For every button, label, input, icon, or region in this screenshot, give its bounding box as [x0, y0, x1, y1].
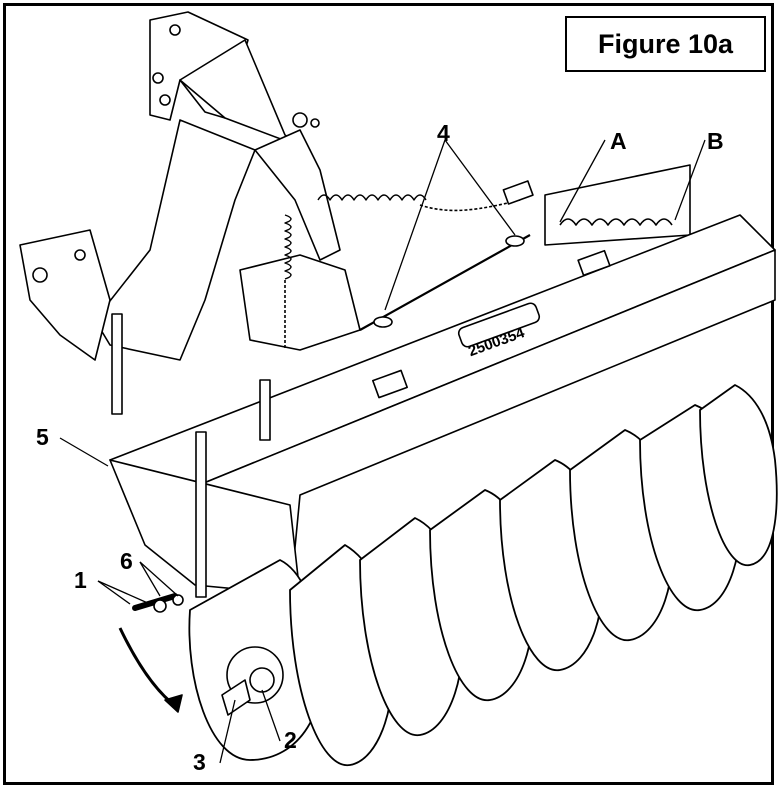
left-support: [19, 229, 111, 361]
figure-title: Figure 10a: [565, 16, 766, 72]
chain: [284, 199, 521, 350]
spring-upper: [317, 194, 427, 201]
callout-1: 1: [74, 567, 87, 593]
callout-3: 3: [193, 749, 206, 775]
callout-5: 5: [36, 424, 49, 450]
callout-2: 2: [284, 727, 297, 753]
callout-6: 6: [120, 548, 133, 574]
callout-4: 4: [437, 120, 450, 146]
gearbox: [239, 254, 361, 351]
hitch-arm: [94, 119, 256, 361]
rotation-arrow: [118, 627, 179, 710]
right-frame: [254, 129, 341, 261]
spring-lower: [284, 214, 292, 280]
auger-flights: [188, 384, 778, 766]
adjust-bracket: [544, 164, 691, 246]
callout-b: B: [707, 128, 724, 154]
callout-a: A: [610, 128, 627, 154]
